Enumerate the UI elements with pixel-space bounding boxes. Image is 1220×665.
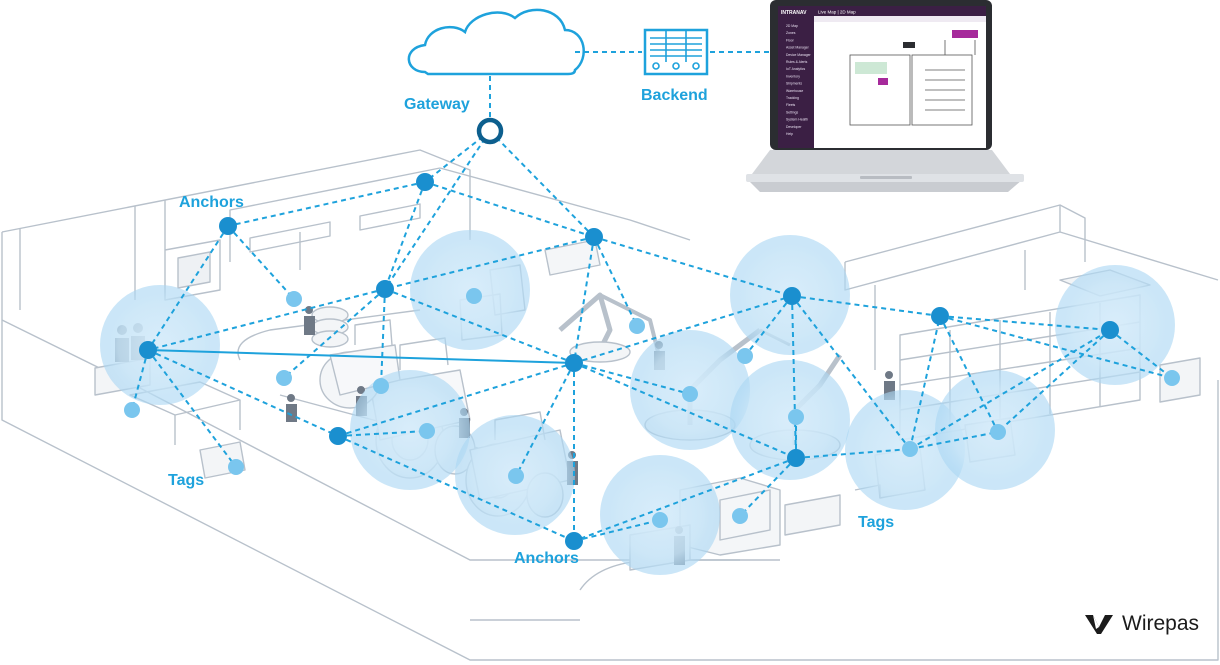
laptop-sidebar-item: Help xyxy=(786,132,793,136)
gateway-node xyxy=(476,117,504,145)
laptop-sidebar-item: Fleets xyxy=(786,103,796,107)
mesh-connections xyxy=(131,51,1173,542)
anchor-node xyxy=(565,354,583,372)
wirepas-logo: Wirepas xyxy=(1084,612,1199,636)
tag-node xyxy=(286,291,302,307)
anchor-nodes xyxy=(139,173,1119,550)
anchor-node xyxy=(376,280,394,298)
tag-node xyxy=(902,441,918,457)
server-icon xyxy=(643,28,709,76)
laptop-app-name: INTRANAV xyxy=(781,10,807,16)
anchor-node xyxy=(1101,321,1119,339)
anchor-node xyxy=(565,532,583,550)
laptop-sidebar-item: 2D Map xyxy=(786,24,798,28)
tag-node xyxy=(1164,370,1180,386)
tag-node xyxy=(737,348,753,364)
anchor-node xyxy=(787,449,805,467)
laptop-breadcrumb: Live Map | 2D Map xyxy=(818,10,856,15)
laptop-illustration xyxy=(746,0,1024,192)
tags-label-left: Tags xyxy=(168,472,205,489)
laptop-sidebar-item: Asset Manager xyxy=(786,46,810,50)
anchors-label-top: Anchors xyxy=(179,194,244,211)
tag-node xyxy=(508,468,524,484)
tag-nodes xyxy=(124,288,1180,528)
brand-name: Wirepas xyxy=(1122,612,1200,635)
tag-node xyxy=(788,409,804,425)
backend-label: Backend xyxy=(641,87,708,104)
anchor-node xyxy=(139,341,157,359)
laptop-sidebar-item: Settings xyxy=(786,110,799,114)
laptop-sidebar-item: Tracking xyxy=(786,96,799,100)
tag-node xyxy=(629,318,645,334)
laptop-sidebar-item: Rules & Alerts xyxy=(786,60,808,64)
anchor-node xyxy=(416,173,434,191)
laptop-sidebar-item: System Health xyxy=(786,118,808,122)
laptop-sidebar-item: Inventory xyxy=(786,74,800,78)
laptop-sidebar-item: Zones xyxy=(786,31,796,35)
tag-node xyxy=(732,508,748,524)
anchor-node xyxy=(585,228,603,246)
tag-node xyxy=(228,459,244,475)
laptop-sidebar-item: Device Manager xyxy=(786,53,812,57)
tag-node xyxy=(466,288,482,304)
tag-node xyxy=(373,378,389,394)
tag-node xyxy=(682,386,698,402)
laptop-sidebar-item: Warehouse xyxy=(786,89,803,93)
tag-node xyxy=(990,424,1006,440)
laptop-sidebar-item: Developer xyxy=(786,125,802,129)
tag-node xyxy=(652,512,668,528)
wirepas-logo-icon xyxy=(1085,615,1113,634)
tag-coverage-halos xyxy=(100,230,1175,575)
tag-node xyxy=(419,423,435,439)
laptop-sidebar-item: Floor xyxy=(786,38,795,42)
anchor-node xyxy=(329,427,347,445)
gateway-label: Gateway xyxy=(404,96,470,113)
tags-label-right: Tags xyxy=(858,514,895,531)
anchor-node xyxy=(931,307,949,325)
cloud-icon xyxy=(407,8,585,76)
laptop-sidebar-item: IoT Analytics xyxy=(786,67,805,71)
anchor-node xyxy=(219,217,237,235)
tag-node xyxy=(276,370,292,386)
anchors-label-bottom: Anchors xyxy=(514,550,579,567)
laptop-sidebar-item: Shipments xyxy=(786,82,802,86)
tag-node xyxy=(124,402,140,418)
anchor-node xyxy=(783,287,801,305)
